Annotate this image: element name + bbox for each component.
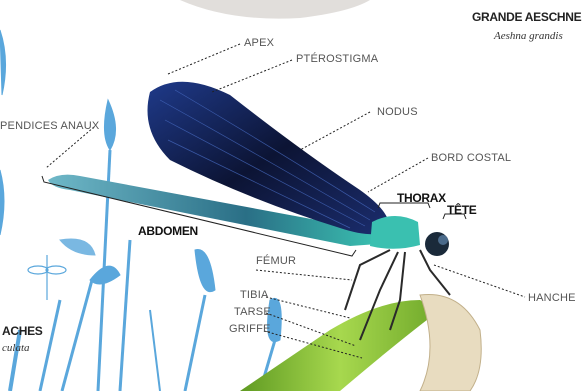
label-pterostigma: PTÉROSTIGMA — [296, 53, 378, 65]
label-appendices: PENDICES ANAUX — [0, 120, 99, 132]
label-tibia: TIBIA — [240, 289, 269, 301]
label-femur: FÉMUR — [256, 255, 296, 267]
label-thorax: THORAX — [397, 191, 446, 205]
label-abdomen: ABDOMEN — [138, 224, 198, 238]
label-hanche: HANCHE — [528, 292, 576, 304]
species-name-right: GRANDE AESCHNE — [472, 10, 581, 24]
top-shadow-blob — [180, 0, 370, 19]
species-latin-left: culata — [2, 342, 30, 354]
label-apex: APEX — [244, 37, 274, 49]
dried-plant — [420, 294, 481, 391]
small-dragonfly-icon — [28, 255, 66, 300]
species-name-left: ACHES — [2, 324, 43, 338]
label-nodus: NODUS — [377, 106, 418, 118]
label-griffe: GRIFFE — [229, 323, 271, 335]
species-latin-right: Aeshna grandis — [494, 30, 563, 42]
label-bord-costal: BORD COSTAL — [431, 152, 511, 164]
thorax-shape — [370, 216, 420, 249]
label-tete: TÊTE — [447, 203, 476, 217]
label-tarse: TARSE — [234, 306, 271, 318]
